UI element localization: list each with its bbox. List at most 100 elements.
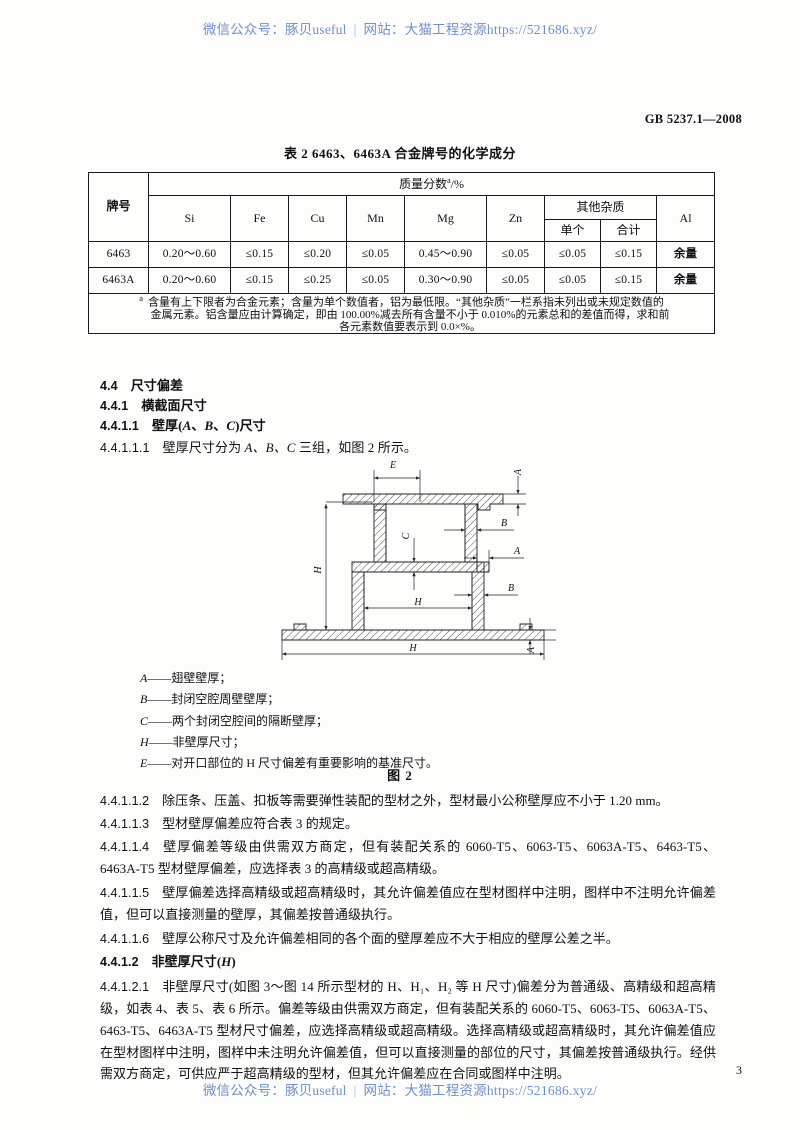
watermark-separator: | <box>353 22 357 37</box>
legend-item: E——对开口部位的 H 尺寸偏差有重要影响的基准尺寸。 <box>140 753 438 774</box>
clause-4-4-1-2-title-a: 非壁厚尺寸( <box>151 954 222 969</box>
header-other-total: 合计 <box>600 219 657 242</box>
dim-label-a-stub: A <box>513 546 521 557</box>
dim-keys-abc: A、B、C <box>244 440 296 455</box>
header-brand: 牌号 <box>88 172 149 242</box>
chemical-composition-table: 牌号 质量分数a/% Si Fe Cu Mn Mg Zn 其他杂质 Al 单个 … <box>87 172 716 334</box>
cell-si: 0.20～0.60 <box>148 241 231 268</box>
watermark-top: 微信公众号：豚贝useful|网站：大猫工程资源https://521686.x… <box>0 18 800 38</box>
dim-key-c: C <box>226 418 236 433</box>
legend-key: B <box>140 692 148 707</box>
cell-other-total: ≤0.15 <box>600 267 657 294</box>
clause-4-4-1-1-number: 4.4.1.1 <box>100 419 139 433</box>
clause-4-4-1-1-1-number: 4.4.1.1.1 <box>100 441 150 455</box>
sep-1: 、 <box>191 418 205 433</box>
cell-zn: ≤0.05 <box>486 241 545 268</box>
legend-desc: 两个封闭空腔间的隔断壁厚； <box>172 713 329 728</box>
header-mn: Mn <box>346 195 405 242</box>
legend-item: A——翅壁壁厚； <box>140 668 438 689</box>
clause-4-4: 4.4 尺寸偏差 <box>100 375 183 396</box>
legend-key: H <box>140 735 149 750</box>
cell-mn: ≤0.05 <box>346 267 405 294</box>
legend-dash: —— <box>147 671 172 685</box>
cell-si: 0.20～0.60 <box>148 267 231 294</box>
clause-4-4-1-title: 横截面尺寸 <box>141 398 207 413</box>
watermark-site-name: 大猫工程资源 <box>404 22 487 37</box>
clause-4-4-1-1-4-text: 壁厚偏差等级由供需双方商定，但有装配关系的 6060-T5、6063-T5、60… <box>100 839 716 876</box>
dim-key-b: B <box>204 418 214 433</box>
legend-desc: 对开口部位的 H 尺寸偏差有重要影响的基准尺寸。 <box>171 756 439 771</box>
cell-other-single: ≤0.05 <box>544 241 601 268</box>
footnote-line-3: 各元素数值要表示到 0.0×%。 <box>339 320 481 333</box>
watermark-separator: | <box>353 1083 357 1098</box>
legend-dash: —— <box>148 713 173 728</box>
header-al: Al <box>655 195 716 242</box>
header-si: Si <box>148 195 231 242</box>
sep-2: 、 <box>213 418 227 433</box>
legend-key: C <box>140 713 149 728</box>
dim-key-a: A <box>182 418 192 433</box>
cell-mg: 0.30～0.90 <box>404 267 487 294</box>
dim-label-b-lower: B <box>508 583 514 594</box>
figure-legend: A——翅壁壁厚； B——封闭空腔周壁壁厚； C——两个封闭空腔间的隔断壁厚； H… <box>140 668 438 775</box>
clause-4-4-1-1-1-text-b: 三组，如图 2 所示。 <box>295 440 418 455</box>
dim-label-b-upper: B <box>501 518 507 529</box>
watermark-wechat-label: 微信公众号： <box>202 22 286 37</box>
clause-4-4-1-1-title-b: )尺寸 <box>235 418 266 433</box>
figure-caption: 图 2 <box>387 768 413 783</box>
watermark-site-label: 网站： <box>363 22 405 37</box>
cell-cu: ≤0.20 <box>288 241 347 268</box>
header-fe: Fe <box>230 195 289 242</box>
watermark-wechat-label: 微信公众号： <box>202 1083 286 1098</box>
clause-4-4-title: 尺寸偏差 <box>130 378 184 393</box>
legend-dash: —— <box>147 756 172 771</box>
dim-label-c: C <box>401 532 412 539</box>
clause-4-4-1-1-6-number: 4.4.1.1.6 <box>100 932 150 946</box>
cell-al: 余量 <box>655 267 716 294</box>
clause-4-4-1-1-5-text: 壁厚偏差选择高精级或超高精级时，其允许偏差值应在型材图样中注明，图样中不注明允许… <box>100 885 716 922</box>
dim-label-h-overall: H <box>408 643 417 654</box>
watermark-site-label: 网站： <box>363 1083 405 1098</box>
dim-label-h-inner: H <box>413 597 422 608</box>
header-cu: Cu <box>288 195 347 242</box>
figure-2-cross-section: E A B A C B H H A H <box>268 458 558 663</box>
legend-desc: 非壁厚尺寸； <box>172 735 245 750</box>
dim-label-a-bottom: A <box>526 646 537 654</box>
dim-label-h-vertical: H <box>313 566 324 575</box>
clause-4-4-number: 4.4 <box>100 379 118 393</box>
cell-brand: 6463 <box>88 241 149 268</box>
cell-zn: ≤0.05 <box>486 267 545 294</box>
header-mg: Mg <box>404 195 487 242</box>
footnote-line-1: 含量有上下限者为合金元素；含量为单个数值者，铝为最低限。“其他杂质”一栏系指未列… <box>148 296 664 309</box>
clause-4-4-1-1-2-number: 4.4.1.1.2 <box>100 794 150 808</box>
table-row: 6463A 0.20～0.60 ≤0.15 ≤0.25 ≤0.05 0.30～0… <box>88 267 716 294</box>
legend-dash: —— <box>148 735 173 750</box>
watermark-site-name: 大猫工程资源 <box>404 1083 487 1098</box>
table-title: 表 2 6463、6463A 合金牌号的化学成分 <box>284 146 516 161</box>
watermark-url: https://521686.xyz/ <box>486 1083 598 1098</box>
cell-mg: 0.45～0.90 <box>404 241 487 268</box>
clause-4-4-1-1-5-number: 4.4.1.1.5 <box>100 886 150 900</box>
cell-al: 余量 <box>655 241 716 268</box>
dim-label-a-top: A <box>513 468 524 476</box>
clause-4-4-1-1-2-text: 除压条、压盖、扣板等需要弹性装配的型材之外，型材最小公称壁厚应不小于 1.20 … <box>162 793 669 808</box>
clause-4-4-1-1-title-a: 壁厚( <box>151 418 183 433</box>
profile-diagram-svg: E A B A C B H H A H <box>281 460 556 660</box>
footnote-line-2: 金属元素。铝含量应由计算确定，即由 100.00%减去所有含量不小于 0.010… <box>150 308 670 321</box>
legend-key: E <box>140 756 148 771</box>
table-row: 6463 0.20～0.60 ≤0.15 ≤0.20 ≤0.05 0.45～0.… <box>88 241 716 268</box>
cell-other-single: ≤0.05 <box>544 267 601 294</box>
clause-4-4-1-2-number: 4.4.1.2 <box>100 955 139 969</box>
standard-code: GB 5237.1—2008 <box>644 112 742 126</box>
footnote-ref-a: a <box>447 175 451 185</box>
legend-item: H——非壁厚尺寸； <box>140 732 438 753</box>
legend-key: A <box>140 671 148 685</box>
